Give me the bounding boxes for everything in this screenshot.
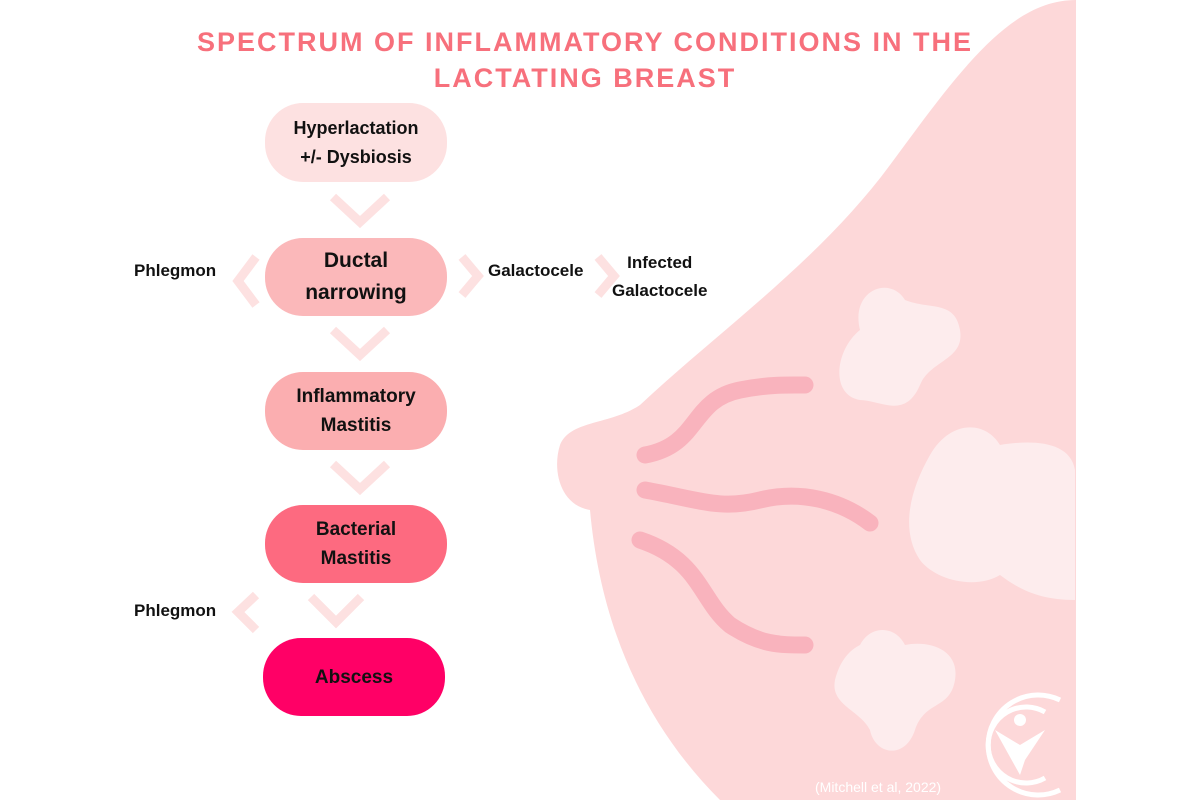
citation: (Mitchell et al, 2022) [815,779,942,795]
box-ductal-narrowing: Ductal narrowing [265,238,447,316]
box-text: Inflammatory [296,386,416,407]
page-title: SPECTRUM OF INFLAMMATORY CONDITIONS IN T… [150,24,1020,96]
chevron-down-icon [307,593,365,629]
chevron-down-icon [329,326,391,362]
box-abscess: Abscess [263,638,445,716]
breast-shape [557,0,1076,800]
title-line-1: SPECTRUM OF INFLAMMATORY CONDITIONS IN T… [197,27,973,57]
duct-3 [631,531,814,654]
lobule-top [839,287,961,406]
box-text: Ductal [323,249,389,272]
chevron-left-icon [231,591,260,634]
label-line: Infected [627,253,693,272]
box-text: Abscess [314,666,394,688]
box-text: Hyperlactation [293,117,419,138]
logo-icon [985,692,1062,798]
label-galactocele: Galactocele [488,261,584,280]
box-text: Mastitis [320,548,392,569]
chevron-left-icon [232,254,260,308]
label-phlegmon: Phlegmon [134,601,217,620]
chevron-down-icon [329,193,391,229]
chevron-right-icon [594,254,620,298]
label-line: Galactocele [612,281,708,300]
label-infected-galactocele: Infected Galactocele [612,249,707,305]
duct-2 [636,481,879,532]
lobule-middle [909,427,1075,600]
chevron-right-icon [458,254,484,298]
box-text: +/- Dysbiosis [300,146,412,167]
duct-1 [636,376,814,464]
box-text: narrowing [305,281,407,304]
box-text: Mastitis [320,415,392,436]
label-phlegmon: Phlegmon [134,261,217,280]
box-hyperlactation: Hyperlactation +/- Dysbiosis [265,103,447,182]
title-line-2: LACTATING BREAST [433,63,737,93]
box-text: Bacterial [315,519,397,540]
lobule-bottom [834,630,956,751]
chevron-down-icon [329,460,391,496]
